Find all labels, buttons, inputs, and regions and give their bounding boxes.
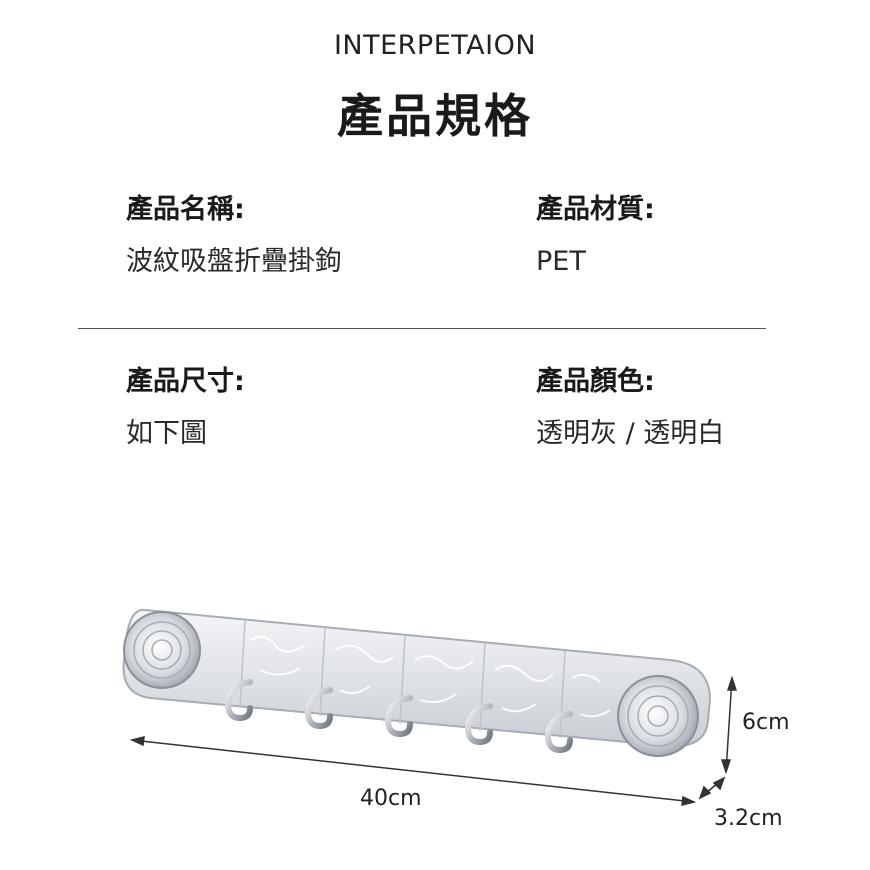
spec-product-size: 產品尺寸: 如下圖 xyxy=(126,362,486,454)
right-suction-cup xyxy=(617,675,699,757)
spec-value: 波紋吸盤折疊掛鉤 xyxy=(126,246,342,277)
spec-label: 產品顏色: xyxy=(536,366,655,397)
spec-product-name: 產品名稱: 波紋吸盤折疊掛鉤 xyxy=(126,190,486,282)
hook xyxy=(304,687,333,730)
spec-value: 透明灰 / 透明白 xyxy=(536,418,725,449)
spec-label: 產品尺寸: xyxy=(126,366,245,397)
length-label: 40cm xyxy=(360,786,422,811)
page-subtitle: INTERPETAION xyxy=(333,30,537,61)
depth-dimension-line xyxy=(698,776,726,800)
section-divider xyxy=(78,328,766,329)
length-dimension-line xyxy=(129,736,697,806)
left-suction-cup xyxy=(123,611,201,689)
height-label: 6cm xyxy=(742,710,790,735)
rack-bar xyxy=(122,608,712,748)
depth-label: 3.2cm xyxy=(714,806,783,831)
spec-product-material: 產品材質: PET xyxy=(536,190,870,282)
hook-rack-image xyxy=(122,608,738,806)
height-dimension-line xyxy=(720,675,738,775)
spec-label: 產品名稱: xyxy=(126,194,245,225)
hook xyxy=(384,695,413,738)
product-illustration: 40cm 6cm 3.2cm xyxy=(110,580,870,870)
spec-value: PET xyxy=(536,246,586,277)
hook xyxy=(224,679,253,722)
page-title: 產品規格 xyxy=(337,89,533,143)
spec-value: 如下圖 xyxy=(126,418,207,449)
hook xyxy=(464,703,493,746)
hook xyxy=(544,711,573,754)
spec-label: 產品材質: xyxy=(536,194,655,225)
spec-product-color: 產品顏色: 透明灰 / 透明白 xyxy=(536,362,870,454)
